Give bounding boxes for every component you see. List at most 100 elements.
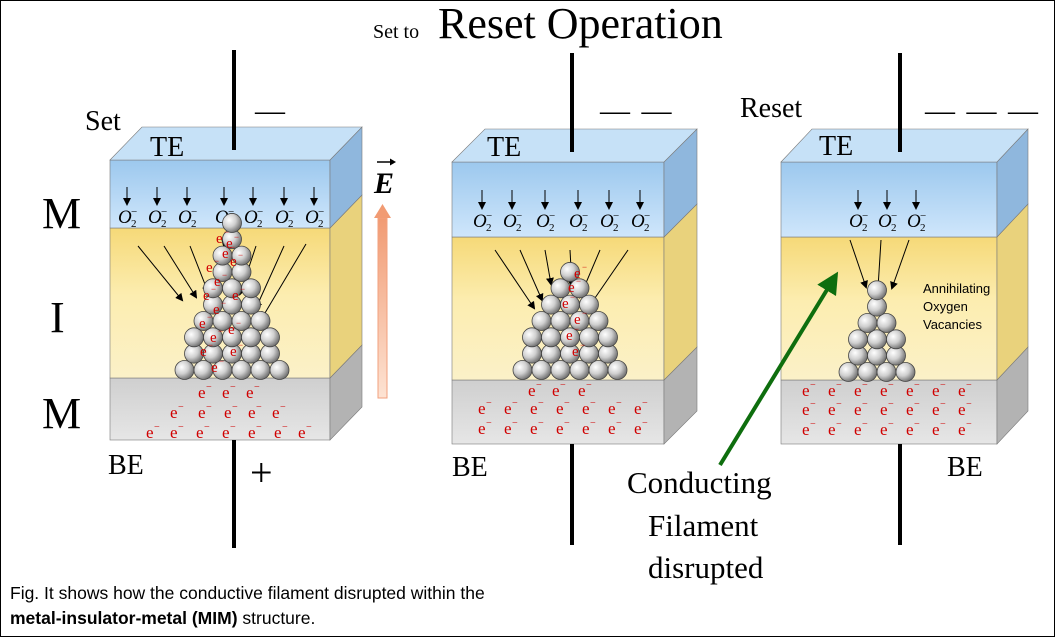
electron-symbol: e [958,420,966,439]
electron: e− [828,380,842,400]
electron-superscript: − [230,242,235,252]
electron-superscript: − [570,292,575,302]
electron-symbol: e [802,400,810,419]
electron-symbol: e [232,288,239,304]
electron: e− [566,324,579,344]
electron: e− [478,418,492,438]
electron: e− [552,380,566,400]
figure-caption: Fig. It shows how the conductive filamen… [10,581,650,631]
electron: e− [222,422,236,442]
electron-superscript: − [486,398,492,409]
vacancy-ball [588,360,609,380]
oxygen-ion-superscript: − [549,210,555,222]
vacancy-ball [269,360,290,380]
oxygen-ion-symbol: O [600,211,614,232]
electron-superscript: − [282,422,288,433]
electron-symbol: e [504,419,512,438]
electron-superscript: − [280,402,286,413]
electron-superscript: − [219,356,224,366]
electron: e− [530,398,544,418]
electron-symbol: e [246,383,254,402]
oxygen-ion-superscript: − [920,210,926,222]
voltage-top-set: — [254,94,287,127]
oxygen-ion-superscript: − [613,210,619,222]
te-label: TE [819,131,853,162]
electron: e− [199,312,212,332]
electron-superscript: − [256,402,262,413]
electron-symbol: e [198,403,206,422]
electron-symbol: e [216,231,223,247]
vacancy-ball [876,313,897,333]
electron-symbol: e [196,423,204,442]
electron: e− [230,340,243,360]
vacancy-ball [876,362,897,382]
oxygen-ion-subscript: 2 [318,218,324,230]
oxygen-ion-subscript: 2 [131,218,137,230]
electron-superscript: − [206,382,212,393]
electron-superscript: − [232,402,238,413]
vacancy-ball [222,213,242,233]
vacancy-ball [867,280,887,301]
electron-symbol: e [958,381,966,400]
caption-rest: structure. [237,608,316,628]
electron-superscript: − [966,419,972,430]
oxygen-ion-symbol: O [178,207,192,228]
oxygen-ion-superscript: − [486,210,492,222]
electron: e− [932,419,946,439]
oxygen-ion-subscript: 2 [288,218,294,230]
electron-superscript: − [810,419,816,430]
electron-superscript: − [536,380,542,391]
electron-symbol: e [906,420,914,439]
te-label: TE [150,132,184,163]
electron-superscript: − [236,318,241,328]
ion-drift-arrow [494,249,536,310]
electron: e− [562,292,575,312]
electron: e− [232,284,245,304]
title-main: Reset Operation [438,0,723,48]
electron: e− [246,382,260,402]
electron: e− [880,399,894,419]
electron: e− [214,270,227,290]
voltage-top-reset: — — — [924,94,1040,127]
electron-symbol: e [608,399,616,418]
electron-symbol: e [578,381,586,400]
oxygen-ion-symbol: O [473,211,487,232]
electron-symbol: e [556,419,564,438]
electron-superscript: − [211,284,216,294]
electron-superscript: − [230,422,236,433]
electron: e− [582,418,596,438]
oxygen-ion-superscript: − [228,206,234,218]
oxygen-ion-subscript: 2 [161,218,167,230]
electron-symbol: e [574,312,581,328]
layer-label-top-metal: M [42,189,81,238]
oxygen-ion-symbol: O [569,211,583,232]
electron-symbol: e [828,420,836,439]
electron-symbol: e [854,381,862,400]
caption-line1: Fig. It shows how the conductive filamen… [10,583,485,603]
electron-symbol: e [568,280,575,296]
field-label-e: E [373,158,396,200]
electron-symbol: e [146,423,154,442]
electron: e− [568,276,581,296]
electron: e− [854,399,868,419]
electron-superscript: − [221,298,226,308]
electron: e− [272,402,286,422]
electron: e− [211,356,224,376]
electron-superscript: − [616,398,622,409]
electron-superscript: − [178,402,184,413]
electron: e− [556,418,570,438]
electron-superscript: − [207,312,212,322]
vacancy-ball [579,294,599,315]
vacancy-ball [867,329,887,350]
electron-superscript: − [254,382,260,393]
oxygen-ion-subscript: 2 [644,222,650,234]
vacancy-ball [607,360,628,380]
electron: e− [478,398,492,418]
electron-superscript: − [580,340,585,350]
oxygen-ion-superscript: − [191,206,197,218]
electron: e− [146,422,160,442]
